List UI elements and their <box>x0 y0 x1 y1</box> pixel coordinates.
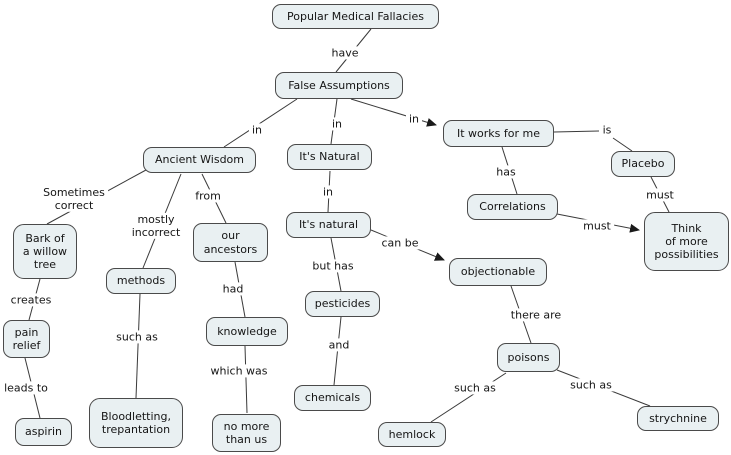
concept-its-natural-lower[interactable]: It's natural <box>286 212 371 238</box>
concept-methods[interactable]: methods <box>106 268 176 294</box>
concept-placebo[interactable]: Placebo <box>611 151 675 177</box>
concept-strychnine[interactable]: strychnine <box>637 406 719 431</box>
concept-it-works-for-me[interactable]: It works for me <box>443 120 554 147</box>
link-label-must-correlations[interactable]: must <box>580 219 614 233</box>
link-label-can-be[interactable]: can be <box>378 236 422 250</box>
edge-methods-bloodletting <box>135 293 141 399</box>
link-label-have[interactable]: have <box>328 46 362 60</box>
concept-popular-medical-fallacies[interactable]: Popular Medical Fallacies <box>272 4 439 29</box>
concept-no-more-than-us[interactable]: no more than us <box>212 414 281 452</box>
link-label-which-was[interactable]: which was <box>207 364 271 378</box>
link-label-had[interactable]: had <box>219 282 247 296</box>
link-label-in-its-natural[interactable]: in <box>328 117 346 131</box>
link-label-in-it-works[interactable]: in <box>405 112 423 126</box>
concept-knowledge[interactable]: knowledge <box>206 317 288 346</box>
link-label-such-as-hemlock[interactable]: such as <box>451 381 499 395</box>
concept-its-natural[interactable]: It's Natural <box>287 144 372 170</box>
concept-chemicals[interactable]: chemicals <box>294 385 371 411</box>
link-label-creates[interactable]: creates <box>7 293 55 307</box>
link-label-has[interactable]: has <box>493 165 519 179</box>
link-label-must-placebo[interactable]: must <box>643 188 677 202</box>
edge-assumptions-it-works <box>350 98 437 127</box>
concept-false-assumptions[interactable]: False Assumptions <box>275 72 403 99</box>
edge-knowledge-no-more <box>244 345 248 414</box>
link-label-mostly-incorrect[interactable]: mostly incorrect <box>128 212 184 240</box>
concept-bloodletting-trepantation[interactable]: Bloodletting, trepantation <box>89 398 183 448</box>
link-label-in-ancient-wisdom[interactable]: in <box>248 123 266 137</box>
link-label-and[interactable]: and <box>325 338 353 352</box>
concept-pain-relief[interactable]: pain relief <box>3 320 50 358</box>
link-label-there-are[interactable]: there are <box>507 308 565 322</box>
link-label-from[interactable]: from <box>192 189 224 203</box>
concept-objectionable[interactable]: objectionable <box>449 258 547 286</box>
concept-our-ancestors[interactable]: our ancestors <box>193 223 268 262</box>
link-label-but-has[interactable]: but has <box>309 259 357 273</box>
concept-pesticides[interactable]: pesticides <box>305 291 380 317</box>
concept-think-of-more-possibilities[interactable]: Think of more possibilities <box>644 212 729 271</box>
concept-bark-of-a-willow-tree[interactable]: Bark of a willow tree <box>13 224 77 279</box>
edge-is-placebo <box>612 137 633 152</box>
link-label-leads-to[interactable]: leads to <box>1 381 51 395</box>
concept-aspirin[interactable]: aspirin <box>15 418 72 446</box>
concept-correlations[interactable]: Correlations <box>467 194 558 220</box>
concept-poisons[interactable]: poisons <box>497 343 560 372</box>
edge-it-works-is <box>553 130 600 133</box>
link-label-sometimes-correct[interactable]: Sometimes correct <box>40 185 108 213</box>
edge-poisons-hemlock <box>430 372 507 423</box>
link-label-is[interactable]: is <box>599 123 615 137</box>
link-label-in-its-natural-lower[interactable]: in <box>319 185 337 199</box>
concept-ancient-wisdom[interactable]: Ancient Wisdom <box>143 147 256 173</box>
link-label-such-as-bloodletting[interactable]: such as <box>113 330 161 344</box>
edge-assumptions-ancient-wisdom <box>223 98 298 148</box>
link-label-such-as-strychnine[interactable]: such as <box>567 378 615 392</box>
concept-hemlock[interactable]: hemlock <box>378 422 446 447</box>
